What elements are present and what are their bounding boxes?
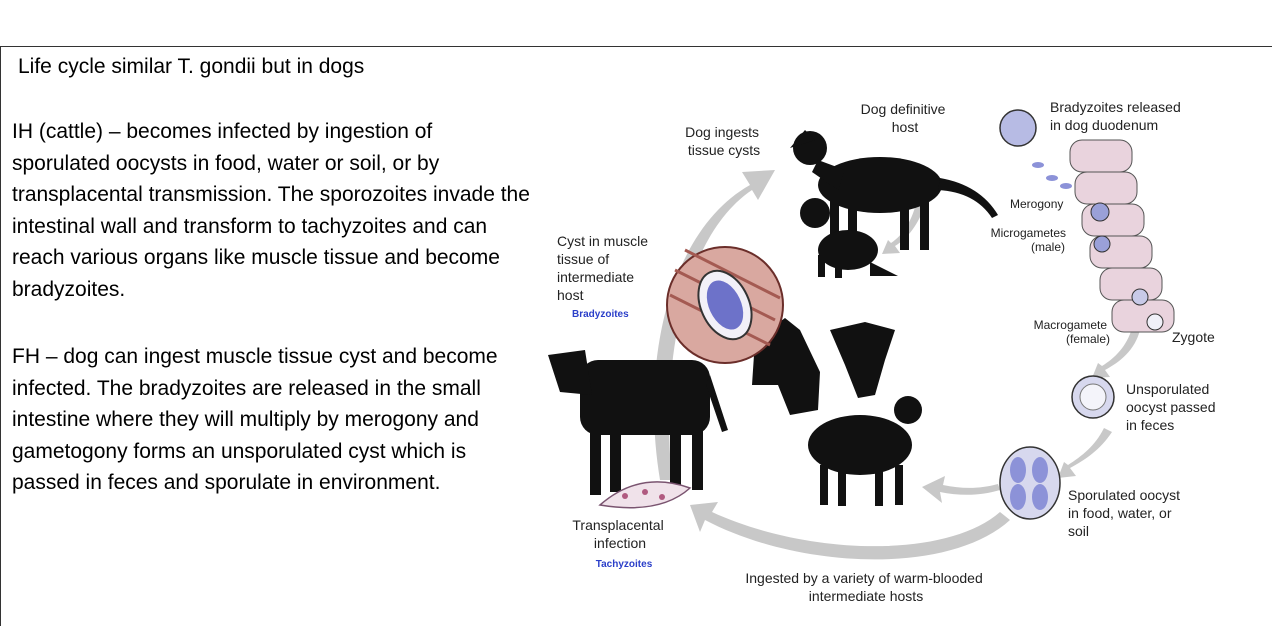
label-dog-definitive-host: Dog definitive host	[861, 101, 950, 135]
goat-head-silhouette	[830, 322, 895, 398]
arrow-sporulated-to-hosts	[922, 476, 1000, 503]
adult-dog-silhouette	[790, 130, 998, 250]
paragraph-intermediate-host: IH (cattle) – becomes infected by ingest…	[12, 120, 530, 301]
placenta-illustration	[598, 481, 692, 509]
label-merogony: Merogony	[1010, 197, 1063, 211]
label-sporulated-oocyst: Sporulated oocyst in food, water, or soi…	[1068, 487, 1184, 539]
intestinal-cells	[1069, 139, 1175, 333]
label-ingested-by: Ingested by a variety of warm-blooded in…	[745, 570, 986, 604]
top-rule	[0, 46, 1272, 47]
label-cyst-in-muscle: Cyst in muscle tissue of intermediate ho…	[557, 233, 652, 303]
arrow-zygote-down	[1092, 328, 1140, 378]
sporulated-oocyst	[999, 446, 1061, 520]
label-zygote: Zygote	[1172, 329, 1215, 345]
arrow-unsporulated-down	[1058, 428, 1112, 478]
muscle-cyst-illustration	[666, 246, 784, 364]
puppy-silhouette	[800, 198, 898, 278]
label-tachyzoites: Tachyzoites	[596, 559, 653, 570]
label-microgametes: Microgametes (male)	[991, 226, 1070, 254]
unsporulated-oocyst	[1071, 375, 1115, 419]
paragraph-final-host: FH – dog can ingest muscle tissue cyst a…	[12, 345, 498, 494]
label-bradyzoites-released: Bradyzoites released in dog duodenum	[1050, 99, 1185, 133]
bradyzoite-cyst-released	[999, 109, 1072, 189]
arrow-ingested	[690, 502, 1010, 560]
label-transplacental: Transplacental infection	[572, 517, 667, 551]
label-dog-ingests: Dog ingests tissue cysts	[685, 124, 763, 158]
left-rule	[0, 46, 1, 626]
life-cycle-diagram: Dog definitive host Dog ingests tissue c…	[548, 99, 1219, 604]
cow-silhouette	[548, 350, 728, 495]
label-macrogamete: Macrogamete (female)	[1034, 318, 1111, 346]
slide-title: Life cycle similar T. gondii but in dogs	[18, 55, 365, 78]
sheep-silhouette	[808, 396, 922, 506]
label-unsporulated-oocyst: Unsporulated oocyst passed in feces	[1126, 381, 1219, 433]
label-bradyzoites: Bradyzoites	[572, 309, 629, 320]
arrow-dog-down	[882, 204, 925, 254]
